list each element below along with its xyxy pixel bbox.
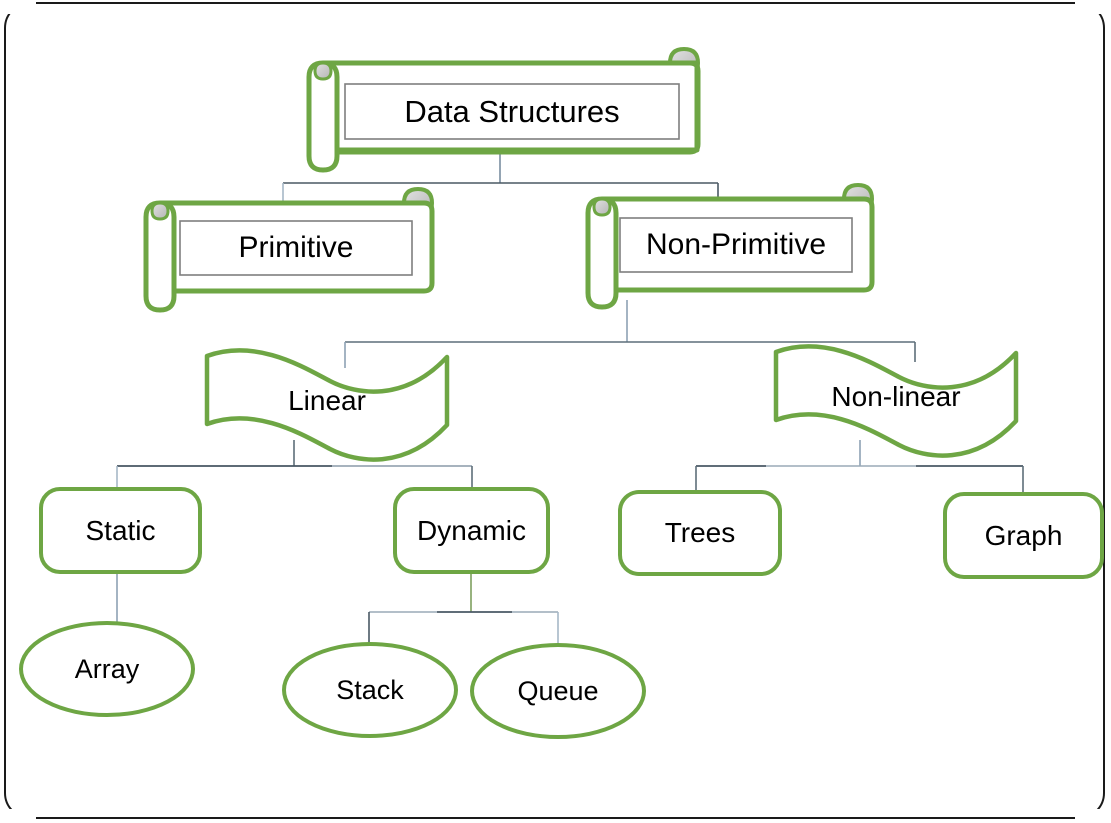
node-queue[interactable] xyxy=(470,643,646,739)
node-array[interactable] xyxy=(19,621,195,717)
node-data-structures[interactable] xyxy=(306,46,701,173)
node-static[interactable] xyxy=(39,487,202,574)
frame-corner-mask-bl xyxy=(0,809,36,823)
edge-nonlinear-to-trees-and-graph xyxy=(695,440,1024,500)
node-graph[interactable] xyxy=(943,492,1104,579)
node-dynamic[interactable] xyxy=(393,487,550,574)
node-trees[interactable] xyxy=(618,490,782,576)
node-stack[interactable] xyxy=(282,642,458,738)
edge-dynamic-to-stack-and-queue xyxy=(368,572,559,652)
frame-corner-mask-tl xyxy=(0,0,36,14)
node-non-linear[interactable] xyxy=(773,344,1019,458)
frame-corner-mask-tr xyxy=(1075,0,1111,14)
node-non-primitive[interactable] xyxy=(585,182,875,310)
node-linear[interactable] xyxy=(204,348,450,462)
node-primitive[interactable] xyxy=(143,186,435,313)
frame-corner-mask-br xyxy=(1075,809,1111,823)
edge-nonprimitive-to-linear-and-nonlinear xyxy=(344,300,916,368)
